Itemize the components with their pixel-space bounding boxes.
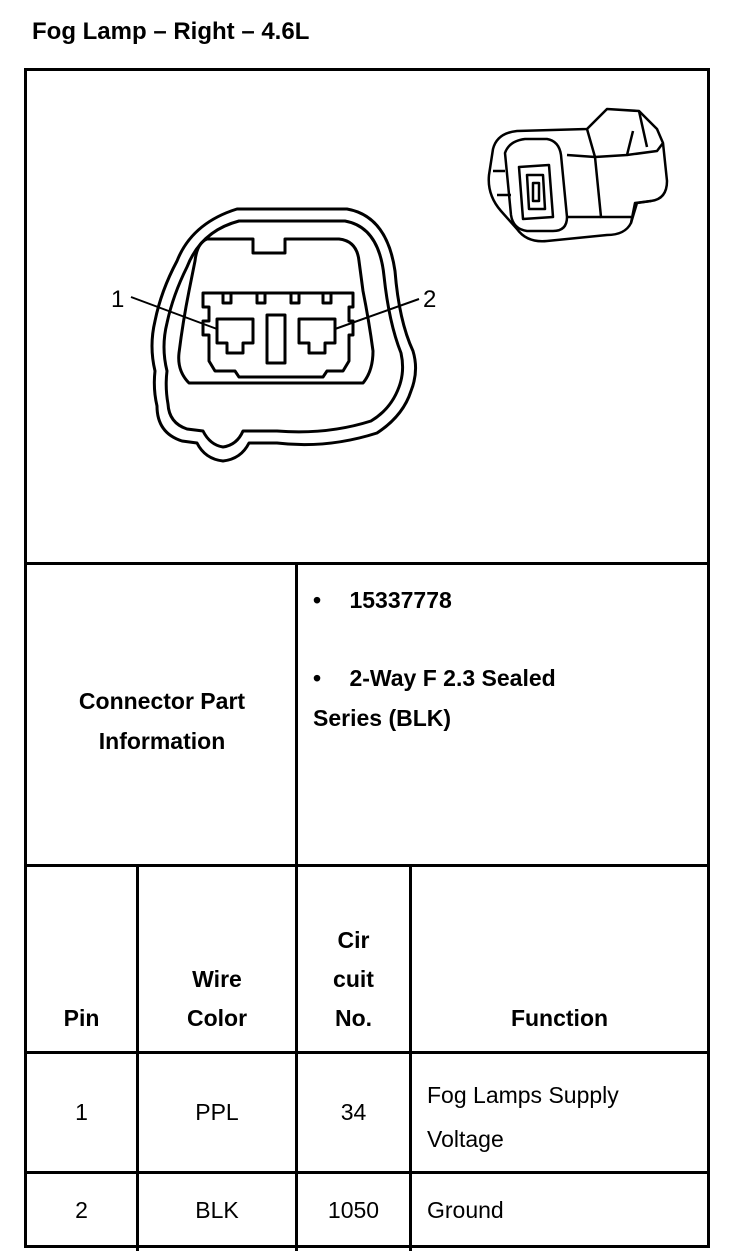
connector-face-illustration: 1 2 bbox=[111, 107, 669, 463]
row1-function: Fog Lamps Supply Voltage bbox=[427, 1082, 619, 1152]
divider-col2 bbox=[295, 867, 298, 1251]
row1-pin: 1 bbox=[75, 1099, 88, 1125]
part-number: 15337778 bbox=[349, 587, 452, 613]
divider-header bbox=[27, 1051, 707, 1054]
connector-info-label: Connector Part Information bbox=[27, 681, 297, 761]
pin-label-1: 1 bbox=[111, 286, 124, 313]
header-circuit: Cir cuit No. bbox=[333, 927, 374, 1031]
bullet: • bbox=[313, 587, 322, 613]
divider-col1 bbox=[136, 867, 139, 1251]
page-title: Fog Lamp – Right – 4.6L bbox=[32, 18, 310, 45]
row2-wire-color: BLK bbox=[195, 1197, 239, 1223]
header-wire-color: Wire Color bbox=[186, 966, 248, 1031]
description-line1: 2-Way F 2.3 Sealed bbox=[349, 665, 556, 691]
part-number-line: • 15337778 bbox=[313, 587, 452, 614]
bullet: • bbox=[313, 665, 322, 691]
row1-wire-color: PPL bbox=[195, 1099, 239, 1125]
connector-3d-illustration bbox=[487, 107, 669, 243]
connector-table-frame: 1 2 Connector Part bbox=[24, 68, 710, 1251]
header-function: Function bbox=[510, 1005, 609, 1031]
pin-label-2: 2 bbox=[423, 286, 436, 313]
row2-function: Ground bbox=[427, 1197, 504, 1223]
connector-diagram: 1 2 bbox=[27, 71, 707, 566]
row2-circuit: 1050 bbox=[327, 1197, 380, 1223]
description-line2: Series (BLK) bbox=[313, 705, 452, 731]
divider-diagram bbox=[27, 562, 707, 565]
divider-col3 bbox=[409, 867, 412, 1251]
divider-info-vertical bbox=[295, 565, 298, 867]
description-line: • 2-Way F 2.3 Sealed bbox=[313, 665, 556, 692]
divider-info bbox=[27, 864, 707, 867]
connector-info-label-line2: Information bbox=[98, 728, 226, 754]
row1-circuit: 34 bbox=[340, 1099, 367, 1125]
connector-info-label-line1: Connector Part bbox=[78, 688, 246, 714]
divider-row1 bbox=[27, 1171, 707, 1174]
header-pin: Pin bbox=[63, 1005, 100, 1031]
row2-pin: 2 bbox=[75, 1197, 88, 1223]
